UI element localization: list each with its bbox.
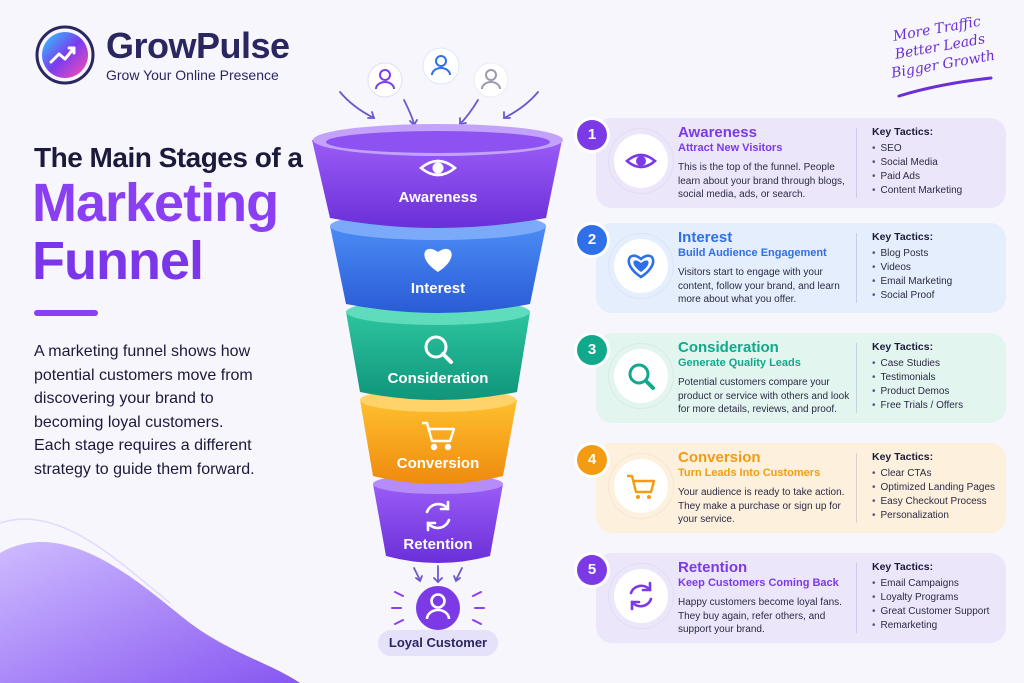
pulse-logo-icon — [35, 25, 95, 85]
tactics-heading: Key Tactics: — [872, 451, 934, 463]
stage-number-5: 5 — [577, 555, 607, 585]
stage-number-3: 3 — [577, 335, 607, 365]
card-subtitle: Attract New Visitors — [678, 142, 783, 154]
headline-underline — [34, 310, 98, 316]
brand-name: GrowPulse — [106, 24, 290, 66]
tactics-list: Clear CTAsOptimized Landing PagesEasy Ch… — [872, 467, 996, 523]
brand-logo: GrowPulse Grow Your Online Presence — [34, 24, 290, 86]
card-title: Interest — [678, 229, 733, 246]
background-wave — [0, 518, 300, 683]
card-body: Your audience is ready to take action. T… — [678, 487, 845, 526]
tactic-item: Content Marketing — [872, 184, 963, 198]
tactic-item: Social Proof — [872, 289, 952, 303]
stage-number-2: 2 — [577, 225, 607, 255]
tactics-list: Case StudiesTestimonialsProduct DemosFre… — [872, 357, 964, 413]
card-title: Awareness — [678, 124, 757, 141]
tactics-heading: Key Tactics: — [872, 231, 934, 243]
loyal-customer-icon — [416, 586, 460, 630]
card-heart-icon — [614, 239, 668, 293]
card-cart-icon — [614, 459, 668, 513]
tactic-item: Testimonials — [872, 371, 963, 385]
brand-tagline: Grow Your Online Presence — [106, 66, 279, 83]
funnel-description: A marketing funnel shows how potential c… — [34, 343, 255, 478]
tactic-item: Videos — [872, 261, 952, 275]
stage-number-1: 1 — [577, 120, 607, 150]
card-divider — [856, 233, 857, 303]
card-refresh-icon — [614, 569, 668, 623]
funnel-label-interest: Interest — [410, 280, 466, 297]
tactics-heading: Key Tactics: — [872, 561, 934, 573]
tactics-list: Email CampaignsLoyalty ProgramsGreat Cus… — [872, 577, 990, 633]
funnel-search-icon — [424, 335, 453, 364]
tactics-heading: Key Tactics: — [872, 126, 934, 138]
tactics-list: Blog PostsVideosEmail MarketingSocial Pr… — [872, 247, 953, 303]
handwritten-underline — [897, 76, 993, 98]
visitor-icon-3 — [473, 62, 509, 98]
headline-line-1: The Main Stages of a — [34, 142, 303, 173]
card-subtitle: Generate Quality Leads — [678, 357, 801, 369]
tactic-item: Personalization — [872, 509, 995, 523]
tactic-item: Remarketing — [872, 619, 989, 633]
funnel-eye-icon — [418, 159, 458, 177]
inflow-arrows — [339, 91, 539, 127]
loyal-customer-badge: Loyal Customer — [378, 630, 498, 656]
tactic-item: Social Media — [872, 156, 962, 170]
tactics-heading: Key Tactics: — [872, 341, 934, 353]
card-body: Visitors start to engage with your conte… — [678, 267, 840, 306]
headline-line-2: Marketing — [32, 173, 279, 233]
card-divider — [856, 563, 857, 633]
tactic-item: Free Trials / Offers — [872, 399, 964, 413]
tactic-item: Easy Checkout Process — [872, 495, 995, 509]
funnel-cart-icon — [422, 421, 456, 451]
card-subtitle: Turn Leads Into Customers — [678, 467, 821, 479]
tactics-list: SEOSocial MediaPaid AdsContent Marketing — [872, 142, 963, 198]
tactic-item: Paid Ads — [872, 170, 962, 184]
card-title: Consideration — [678, 339, 779, 356]
card-eye-icon — [614, 134, 668, 188]
visitor-icon-1 — [367, 62, 403, 98]
outflow-arrows — [413, 565, 463, 584]
tactic-item: Clear CTAs — [872, 467, 995, 481]
funnel-stage-awareness — [312, 124, 563, 228]
tactic-item: Great Customer Support — [872, 605, 990, 619]
card-subtitle: Build Audience Engagement — [678, 247, 827, 259]
tactic-item: Product Demos — [872, 385, 963, 399]
tactic-item: Blog Posts — [872, 247, 952, 261]
funnel-label-retention: Retention — [403, 536, 473, 553]
card-title: Conversion — [678, 449, 761, 466]
visitor-icon-2 — [422, 47, 460, 85]
card-body: Happy customers become loyal fans. They … — [678, 597, 842, 636]
tactic-item: Email Campaigns — [872, 577, 989, 591]
card-title: Retention — [678, 559, 748, 576]
card-body: Potential customers compare your product… — [678, 377, 850, 416]
tactic-item: Case Studies — [872, 357, 963, 371]
tactic-item: SEO — [872, 142, 962, 156]
funnel-label-conversion: Conversion — [396, 455, 480, 472]
funnel-refresh-icon — [425, 500, 451, 532]
card-divider — [856, 128, 857, 198]
sparkle-lines — [391, 591, 485, 625]
stage-number-4: 4 — [577, 445, 607, 475]
card-body: This is the top of the funnel. People le… — [678, 162, 845, 201]
tactic-item: Email Marketing — [872, 275, 953, 289]
funnel-stage-interest — [330, 212, 546, 313]
card-subtitle: Keep Customers Coming Back — [678, 577, 839, 589]
card-divider — [856, 453, 857, 523]
tactic-item: Loyalty Programs — [872, 591, 989, 605]
headline-line-3: Funnel — [32, 231, 204, 291]
funnel-label-awareness: Awareness — [398, 189, 478, 206]
handwritten-note: More Traffic Better Leads Bigger Growth — [876, 10, 1004, 84]
card-divider — [856, 343, 857, 413]
tactic-item: Optimized Landing Pages — [872, 481, 996, 495]
card-search-icon — [614, 349, 668, 403]
funnel-heart-icon — [424, 248, 452, 272]
funnel-label-consideration: Consideration — [387, 370, 489, 387]
